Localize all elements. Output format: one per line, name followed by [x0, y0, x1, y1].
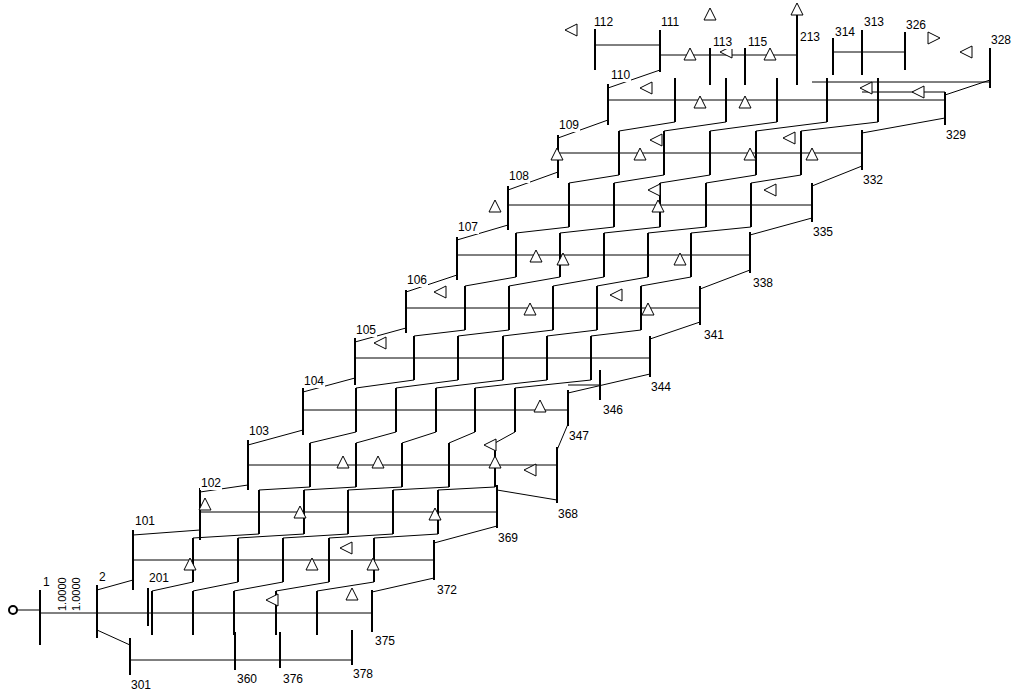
- load-arrows: [184, 3, 972, 606]
- bus-label: 110: [610, 68, 631, 82]
- bus-label: 326: [905, 18, 927, 32]
- bus-label: 2: [98, 570, 107, 584]
- bus-label: 107: [457, 220, 479, 234]
- bus-label: 360: [236, 672, 258, 686]
- bus-label: 108: [508, 169, 530, 183]
- bus-label: 102: [200, 476, 222, 490]
- bus-label: 104: [303, 374, 325, 388]
- bus-label: 105: [355, 323, 377, 337]
- bus-label: 375: [374, 634, 396, 648]
- bus-label: 111: [660, 15, 680, 29]
- transformer-ratio: 1.0000: [70, 576, 82, 612]
- bus-label: 369: [497, 531, 519, 545]
- bus-label: 344: [650, 380, 672, 394]
- bus-label: 372: [436, 583, 458, 597]
- bus-label: 378: [352, 667, 374, 681]
- bus-label: 113: [712, 35, 733, 49]
- bus-label: 329: [945, 128, 967, 142]
- bus-label: 328: [990, 33, 1012, 47]
- bus-label: 368: [557, 507, 579, 521]
- bus-label: 341: [703, 328, 725, 342]
- bus-label: 103: [248, 424, 270, 438]
- bus-label: 115: [747, 35, 768, 49]
- bus-label: 332: [862, 173, 884, 187]
- bus-label: 314: [834, 25, 856, 39]
- bus-label: 201: [148, 571, 170, 585]
- bus-label: 112: [593, 15, 614, 29]
- bus-label: 301: [130, 678, 152, 692]
- bus-label: 313: [863, 15, 885, 29]
- bus-label: 213: [799, 30, 821, 44]
- bus-label: 376: [282, 672, 304, 686]
- bus-label: 109: [558, 118, 580, 132]
- bus-label: 346: [602, 403, 624, 417]
- bus-label: 335: [812, 225, 834, 239]
- bus-label: 1: [42, 575, 51, 589]
- bus-label: 101: [134, 514, 156, 528]
- bus-label: 338: [752, 276, 774, 290]
- transformer-ratio: 1.0000: [56, 576, 68, 612]
- bus-label: 347: [568, 429, 590, 443]
- bus-bars: [40, 10, 990, 675]
- bus-label: 106: [406, 273, 428, 287]
- source-symbol: [9, 606, 17, 614]
